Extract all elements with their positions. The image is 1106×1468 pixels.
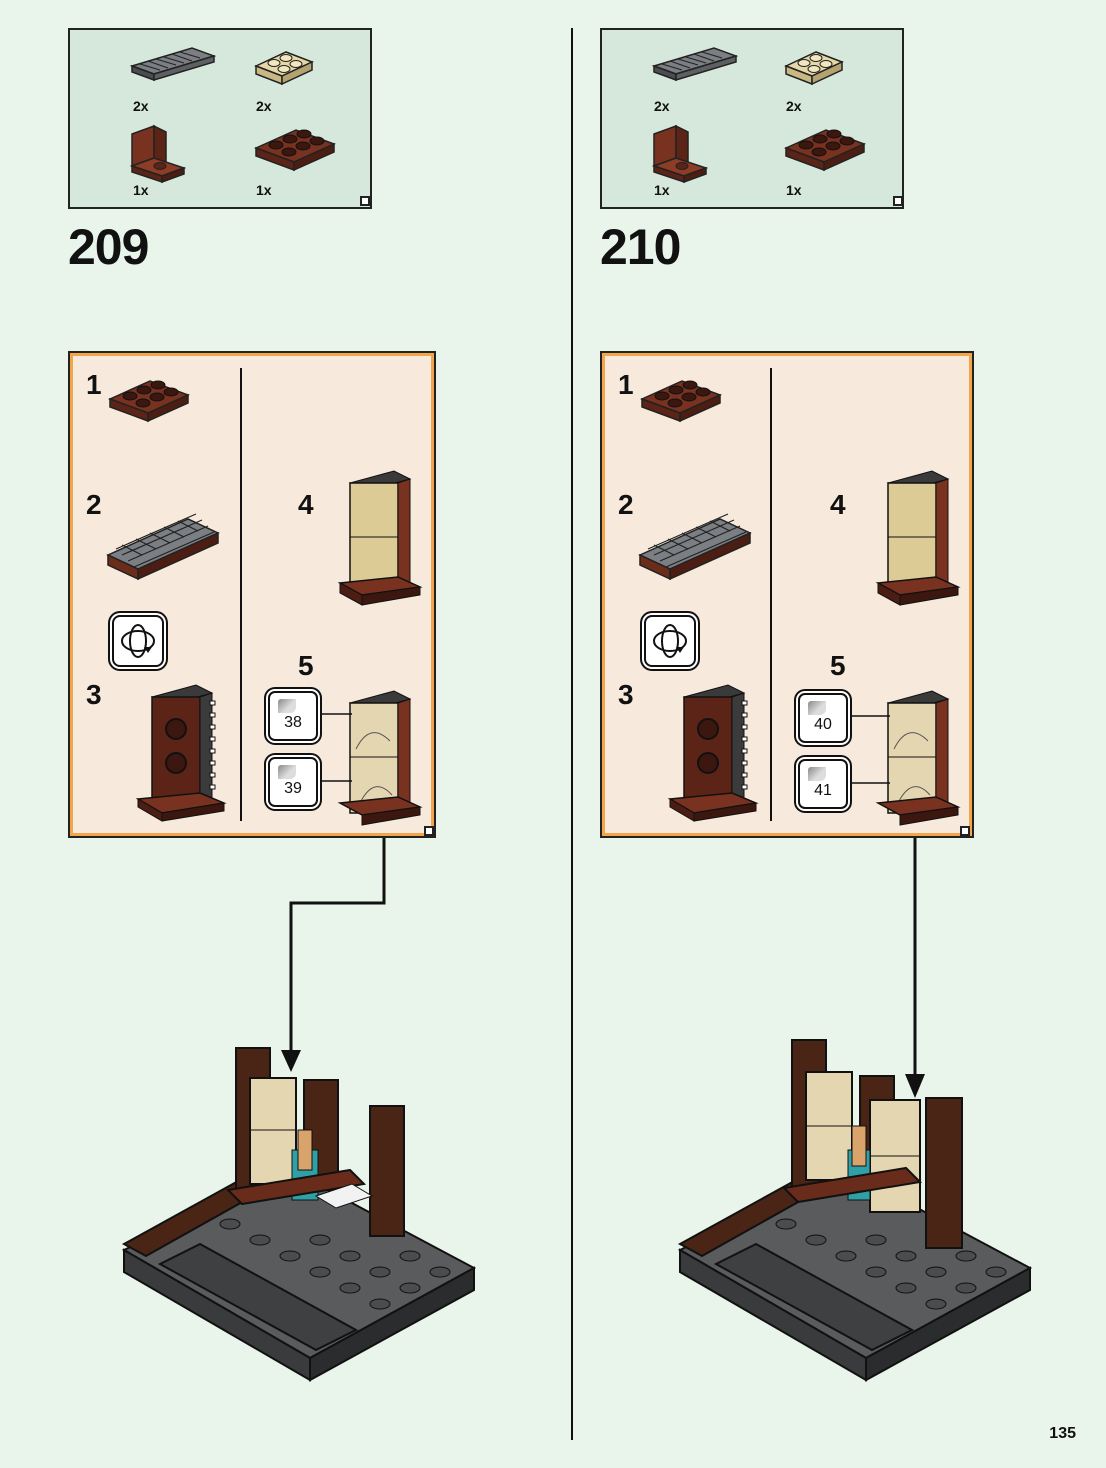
stickered-panel-icon (878, 691, 958, 825)
arrow-head-icon (905, 1074, 925, 1098)
dark-grey-grille-1x6-icon (654, 48, 736, 80)
page-divider (571, 28, 573, 1440)
page-number: 135 (1049, 1425, 1076, 1443)
corner-marker (424, 826, 434, 836)
sticker-icon (808, 701, 826, 715)
sticker-icon (808, 767, 826, 781)
tan-plate-2x2-icon (256, 52, 312, 84)
sticker-number: 38 (270, 714, 316, 732)
arrow-head-icon (281, 1050, 301, 1072)
reddish-brown-plate-2x3-icon (256, 130, 334, 170)
corner-marker (360, 196, 370, 206)
tan-plate-2x2-icon (786, 52, 842, 84)
part-qty: 2x (256, 98, 272, 114)
sub-assembly-drawings (602, 353, 972, 836)
sub-assembly-209: 1 2 3 4 5 (68, 351, 436, 838)
grille-plate-icon (640, 514, 750, 579)
part-qty: 1x (654, 182, 670, 198)
part-qty: 1x (133, 182, 149, 198)
step-number: 210 (600, 218, 680, 276)
part-qty: 1x (786, 182, 802, 198)
brown-plate-icon (110, 381, 188, 421)
sticker-number: 40 (800, 716, 846, 734)
parts-drawings (602, 30, 906, 211)
part-qty: 1x (256, 182, 272, 198)
dark-grey-grille-1x6-icon (132, 48, 214, 80)
reddish-brown-bracket-icon (132, 126, 184, 182)
reddish-brown-plate-2x3-icon (786, 130, 864, 170)
model-210-icon (680, 1040, 1030, 1380)
tan-panel-icon (340, 471, 420, 605)
sub-assembly-210: 1 2 3 4 5 (600, 351, 974, 838)
parts-list-210: 2x 2x 1x 1x (600, 28, 904, 209)
part-qty: 2x (786, 98, 802, 114)
corner-marker (893, 196, 903, 206)
rotate-arrows-icon (646, 617, 694, 665)
sticker-callout: 39 (268, 757, 318, 807)
parts-list-209: 2x 2x 1x 1x (68, 28, 372, 209)
reddish-brown-bracket-icon (654, 126, 706, 182)
sticker-icon (278, 765, 296, 779)
sticker-number: 41 (800, 782, 846, 800)
sticker-callout: 40 (798, 693, 848, 743)
stickered-panel-icon (340, 691, 420, 825)
sticker-number: 39 (270, 780, 316, 798)
rotate-arrows-icon (114, 617, 162, 665)
panel-assembly-icon (670, 685, 756, 821)
sticker-callout: 38 (268, 691, 318, 741)
panel-assembly-icon (138, 685, 224, 821)
grille-plate-icon (108, 514, 218, 579)
rotate-model-icon (644, 615, 696, 667)
corner-marker (960, 826, 970, 836)
step-number: 209 (68, 218, 148, 276)
model-209-icon (124, 1048, 474, 1380)
sub-assembly-drawings (70, 353, 434, 836)
rotate-model-icon (112, 615, 164, 667)
brown-plate-icon (642, 381, 720, 421)
tan-panel-icon (878, 471, 958, 605)
part-qty: 2x (133, 98, 149, 114)
sticker-icon (278, 699, 296, 713)
placement-arrow (291, 838, 384, 1058)
sticker-callout: 41 (798, 759, 848, 809)
parts-drawings (70, 30, 374, 211)
part-qty: 2x (654, 98, 670, 114)
